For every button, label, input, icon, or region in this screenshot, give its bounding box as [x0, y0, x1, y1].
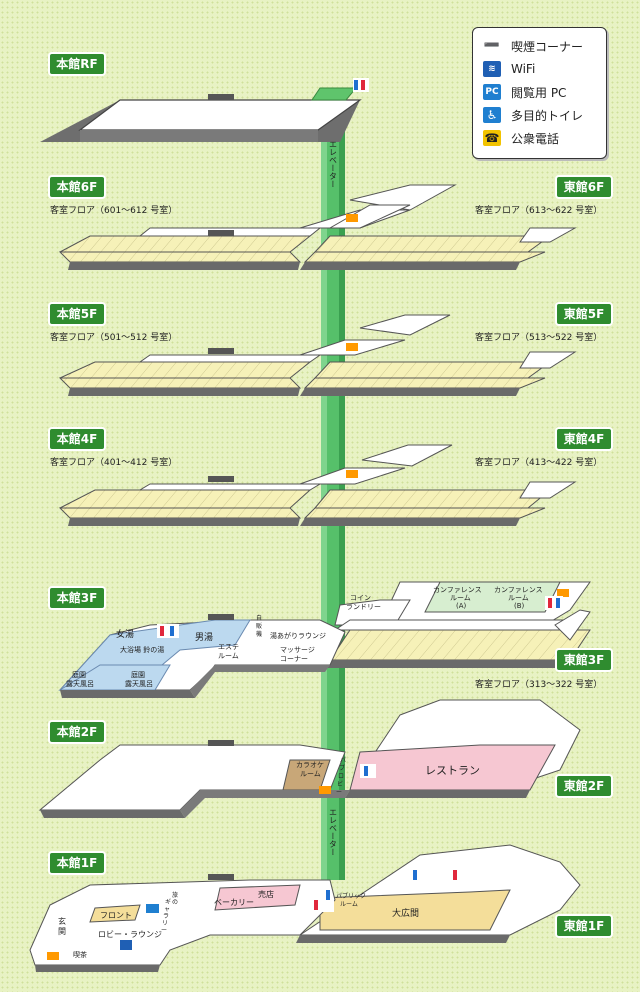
floor-label-main-5f: 本館5F [50, 304, 104, 324]
floor-sub-main-5f: 客室フロア（501～512 号室） [50, 333, 178, 343]
gallery-4: リ [162, 920, 168, 927]
legend-label: 閲覧用 PC [511, 85, 567, 100]
gallery-7: の [172, 899, 178, 906]
gallery-5: ー [161, 927, 167, 934]
floor-label-main-2f: 本館2F [50, 722, 104, 742]
pc-icon: PC [483, 84, 501, 100]
pub-1: パ [340, 757, 346, 764]
floor-label-east-3f: 東館3F [557, 650, 611, 670]
floor-label-main-3f: 本館3F [50, 588, 104, 608]
floor-sub-east-6f: 客室フロア（613～622 号室） [475, 206, 603, 216]
legend-row-phone: ☎ 公衆電話 [483, 128, 559, 148]
conf-a-line2: ルーム [450, 594, 471, 602]
legend-row-accessible-toilet: ♿ 多目的トイレ [483, 105, 583, 125]
legend-row-wifi: ≋ WiFi [483, 59, 535, 79]
vending-2: 販 [256, 622, 262, 630]
wifi-icon: ≋ [483, 61, 501, 77]
lounge-label: 湯あがりラウンジ [270, 631, 326, 640]
smoking-icon: ➖ [483, 38, 501, 54]
karaoke-line2: ルーム [300, 770, 321, 778]
floor-5f [58, 314, 577, 396]
women-bath-label: 女湯 [116, 628, 134, 640]
floor-label-east-5f: 東館5F [557, 304, 611, 324]
vending-3: 機 [256, 630, 262, 638]
men-bath-label: 男湯 [195, 632, 213, 643]
floor-6f [58, 184, 577, 270]
elevator-label-upper: エレベーター [329, 140, 338, 188]
gallery-2: ャ [164, 906, 170, 913]
bakery-label: ベーカリー [214, 898, 254, 907]
shop-label: 売店 [258, 889, 274, 899]
pc-icon [146, 904, 159, 913]
legend-row-smoking: ➖ 喫煙コーナー [483, 36, 583, 56]
garden-bath-2-line2: 露天風呂 [125, 680, 153, 688]
garden-bath-2-line1: 庭園 [131, 670, 145, 679]
pub-2: ブ [339, 764, 345, 772]
floor-sub-east-5f: 客室フロア（513～522 号室） [475, 333, 603, 343]
floor-sub-main-6f: 客室フロア（601～612 号室） [50, 206, 178, 216]
floor-sub-main-4f: 客室フロア（401～412 号室） [50, 458, 178, 468]
massage-line1: マッサージ [280, 646, 315, 654]
conf-a-line1: カンファレンス [433, 586, 482, 594]
floor-label-main-4f: 本館4F [50, 429, 104, 449]
large-bath-label: 大浴場 鈴の湯 [120, 645, 164, 654]
coin-laundry-line1: コイン [350, 594, 371, 602]
legend-label: 公衆電話 [511, 131, 560, 146]
entrance-line1: 玄 [58, 916, 66, 926]
floor-4f [58, 444, 577, 526]
conf-b-line3: (B) [514, 602, 525, 610]
floor-2f [38, 699, 581, 818]
massage-line2: コーナー [280, 655, 308, 663]
phone-icon: ☎ [483, 130, 501, 146]
floor-label-main-rf: 本館RF [50, 54, 104, 74]
conf-b-line2: ルーム [508, 594, 529, 602]
cafe-label: 喫茶 [73, 950, 87, 959]
gallery-1: ギ [165, 899, 171, 906]
floor-label-east-6f: 東館6F [557, 177, 611, 197]
entrance-line2: 関 [58, 927, 66, 936]
garden-bath-1-line1: 庭園 [72, 670, 86, 679]
room-labels: エレベーター エレベーター 女湯 男湯 大浴場 鈴の湯 庭園 露天風呂 庭園 露… [58, 140, 543, 959]
icons [120, 78, 563, 950]
floor-1f [29, 844, 581, 972]
floor-label-east-1f: 東館1F [557, 916, 611, 936]
esthe-line1: エステ [218, 643, 239, 651]
esthe-line2: ルーム [218, 652, 239, 660]
floor-label-east-4f: 東館4F [557, 429, 611, 449]
lobby-label: ロビー・ラウンジ [98, 930, 162, 939]
legend-row-pc: PC 閲覧用 PC [483, 82, 566, 102]
pub-5: ー [336, 789, 342, 796]
floor-label-main-6f: 本館6F [50, 177, 104, 197]
floor-3f [58, 581, 591, 698]
wifi-icon [120, 940, 132, 950]
public-room-line1: パブリック [336, 892, 366, 900]
floor-label-main-1f: 本館1F [50, 853, 104, 873]
vending-1: 自 [256, 614, 262, 622]
gallery-6: 旅 [172, 891, 178, 899]
karaoke-line1: カラオケ [296, 761, 324, 769]
gallery-3: ラ [163, 913, 169, 920]
conf-b-line1: カンファレンス [494, 586, 543, 594]
legend-label: 喫煙コーナー [511, 39, 584, 54]
floor-label-east-2f: 東館2F [557, 776, 611, 796]
elevator-label-lower: エレベーター [329, 808, 338, 856]
coin-laundry-line2: ランドリー [346, 603, 381, 611]
conf-a-line3: (A) [456, 602, 467, 610]
floor-rf-main [40, 87, 362, 142]
garden-bath-1-line2: 露天風呂 [66, 680, 94, 688]
legend-label: 多目的トイレ [511, 108, 584, 123]
pub-3: ロ [338, 773, 344, 780]
floor-sub-east-4f: 客室フロア（413～422 号室） [475, 458, 603, 468]
public-room-line2: ルーム [340, 901, 358, 908]
front-label: フロント [100, 911, 132, 920]
floor-sub-east-3f: 客室フロア（313～322 号室） [475, 680, 603, 690]
accessible-toilet-icon: ♿ [483, 107, 501, 123]
legend: ➖ 喫煙コーナー ≋ WiFi PC 閲覧用 PC ♿ 多目的トイレ ☎ 公衆電… [472, 27, 607, 159]
legend-label: WiFi [511, 62, 536, 76]
hall-label: 大広間 [392, 907, 419, 919]
restaurant-label: レストラン [425, 764, 480, 777]
toilet-icon [545, 596, 563, 610]
pub-4: ビ [337, 780, 343, 788]
